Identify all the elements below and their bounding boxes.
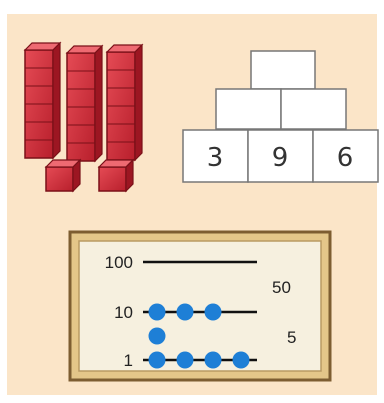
abacus-bead [149,304,166,321]
abacus-bead [233,352,250,369]
abacus-bead [205,352,222,369]
abacus-bead [177,304,194,321]
ten-rod-2 [67,46,102,161]
abacus-bead [177,352,194,369]
unit-cube-2 [99,160,133,191]
abacus-bead [149,328,166,345]
ten-rod-1 [25,43,60,158]
pyramid-middle-box-2 [281,89,346,129]
pyramid-bottom-number-1: 3 [207,143,224,173]
abacus-bead [205,304,222,321]
abacus-row-label-1: 1 [124,351,133,370]
abacus-right-label-50: 50 [272,278,291,297]
base-ten-blocks [25,43,142,191]
abacus-row-label-10: 10 [114,303,133,322]
ten-rod-3 [107,45,142,160]
abacus-row-label-100: 100 [105,253,133,272]
pyramid-middle-box-1 [216,89,281,129]
abacus-board: 100 50 10 5 1 [70,232,330,380]
pyramid-bottom-number-3: 6 [337,143,354,173]
abacus-right-label-5: 5 [287,328,296,347]
pyramid-bottom-number-2: 9 [272,143,289,173]
abacus-bead [149,352,166,369]
pyramid-top-box [251,51,315,89]
number-pyramid: 3 9 6 [183,51,378,182]
unit-cube-1 [46,160,80,191]
